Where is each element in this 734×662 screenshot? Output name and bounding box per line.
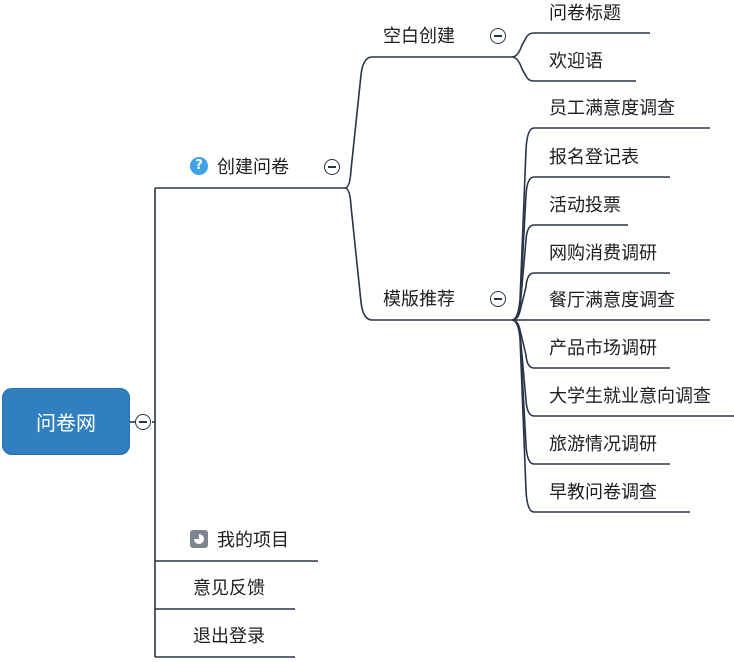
create-survey-collapse-icon[interactable] [324, 159, 340, 175]
branch-template-recommend[interactable]: 模版推荐 [383, 289, 455, 310]
leaf-welcome-message[interactable]: 欢迎语 [549, 51, 603, 72]
pie-chart-icon [190, 530, 208, 548]
template-item[interactable]: 员工满意度调查 [549, 98, 675, 119]
blank-create-collapse-icon[interactable] [490, 28, 506, 44]
template-collapse-icon[interactable] [490, 291, 506, 307]
template-item[interactable]: 报名登记表 [549, 147, 639, 168]
template-item[interactable]: 早教问卷调查 [549, 482, 657, 503]
template-item[interactable]: 旅游情况调研 [549, 434, 657, 455]
branch-my-projects[interactable]: 我的项目 [217, 530, 289, 551]
template-item[interactable]: 大学生就业意向调查 [549, 386, 711, 407]
branch-logout[interactable]: 退出登录 [193, 626, 265, 647]
question-mark-icon[interactable]: ? [190, 157, 208, 175]
root-collapse-icon[interactable] [135, 414, 151, 430]
template-item[interactable]: 网购消费调研 [549, 243, 657, 264]
branch-blank-create[interactable]: 空白创建 [383, 26, 455, 47]
branch-create-survey[interactable]: 创建问卷 [217, 157, 289, 178]
leaf-survey-title[interactable]: 问卷标题 [549, 3, 621, 24]
root-label: 问卷网 [36, 411, 96, 435]
branch-feedback[interactable]: 意见反馈 [193, 578, 265, 599]
root-node[interactable]: 问卷网 [2, 388, 130, 455]
template-item[interactable]: 餐厅满意度调查 [549, 290, 675, 311]
template-item[interactable]: 活动投票 [549, 195, 621, 216]
template-item[interactable]: 产品市场调研 [549, 338, 657, 359]
